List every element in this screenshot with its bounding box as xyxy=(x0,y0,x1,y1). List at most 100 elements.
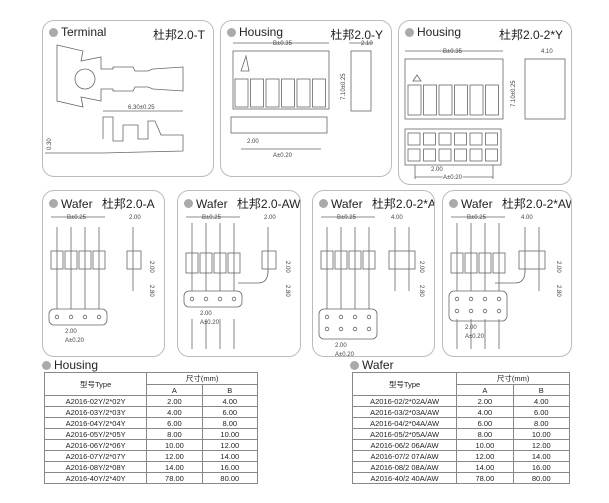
table-cell: A2016-04Y/2*04Y xyxy=(43,417,148,429)
table-cell: 12.00 xyxy=(456,450,514,462)
dim-label: B±0.35 xyxy=(443,49,463,55)
dim-label: B±0.25 xyxy=(337,215,357,221)
table-cell: A2016-08/2 08A/AW xyxy=(351,461,458,473)
table-cell: 8.00 xyxy=(456,428,514,440)
dim-label: A±0.20 xyxy=(443,175,463,181)
housing-y-dims: B±0.35 2.10 7.10±0.25 2.00 A±0.20 xyxy=(247,41,373,159)
section-title-text: Housing xyxy=(54,358,99,372)
contact-cell xyxy=(423,148,436,162)
pin-hole xyxy=(496,296,502,302)
pin-housing xyxy=(50,250,64,270)
contact-cell xyxy=(438,132,452,146)
dim-label: 2.00 xyxy=(148,261,154,273)
table-cell: 14.00 xyxy=(201,450,259,462)
table-cell: 2.00 xyxy=(146,395,203,407)
cavity xyxy=(296,78,311,108)
table-cell: 8.00 xyxy=(512,417,571,429)
contact-cell xyxy=(454,132,467,146)
dim-label: 2.00 xyxy=(65,329,77,335)
dim-label: A±0.20 xyxy=(335,352,355,356)
panel-title: Wafer 杜邦2.0-2*A xyxy=(319,195,434,212)
footprint xyxy=(318,308,378,340)
dim-label: 2.80 xyxy=(555,285,561,297)
table-cell: 78.00 xyxy=(456,472,514,484)
footprint xyxy=(448,290,508,322)
table-cell: 10.00 xyxy=(512,428,571,440)
dim-label: A±0.20 xyxy=(65,338,85,344)
table-cell: 12.00 xyxy=(146,450,203,462)
dim-label: 2.00 xyxy=(284,261,290,273)
dim-label: 2.00 xyxy=(335,343,347,349)
col-a-header: A xyxy=(146,384,203,396)
pin-hole xyxy=(366,326,372,332)
table-cell: A2016-04/2*04A/AW xyxy=(351,417,458,429)
table-cell: A2016-02/2*02A/AW xyxy=(351,395,458,407)
dim-label: A±0.20 xyxy=(200,320,220,326)
terminal-drawing xyxy=(45,44,184,154)
panel-title: Wafer 杜邦2.0-2*AW xyxy=(449,195,571,212)
table-cell: A2016-05Y/2*05Y xyxy=(43,428,148,440)
cavity xyxy=(250,78,264,108)
terminal-panel: Terminal 杜邦2.0-T 6.30±0.25 0.30 xyxy=(42,20,214,177)
table-cell: A2016-02Y/2*02Y xyxy=(43,395,148,407)
dim-label: 2.00 xyxy=(418,261,424,273)
panel-title-text: Wafer xyxy=(196,196,228,211)
pin-hole xyxy=(366,314,372,320)
table-cell: 4.00 xyxy=(146,406,203,418)
dim-label: A±0.20 xyxy=(273,153,293,159)
pin-hole xyxy=(82,314,88,320)
col-a-header: A xyxy=(456,384,514,396)
cavity xyxy=(454,84,468,116)
side-housing xyxy=(518,250,546,270)
contact-cell xyxy=(454,148,467,162)
dim-label: 2.00 xyxy=(431,167,443,173)
pin-hole xyxy=(496,308,502,314)
contact-cell xyxy=(485,148,498,162)
cavity xyxy=(438,84,453,116)
housing-2y-dims: B±0.35 4.10 7.10±0.25 2.00 A±0.20 xyxy=(431,49,553,182)
table-cell: A2016-07/2 07A/AW xyxy=(351,450,458,462)
side-housing xyxy=(388,250,416,270)
table-cell: A2016-03/2*03A/AW xyxy=(351,406,458,418)
table-cell: 78.00 xyxy=(146,472,203,484)
bullet-icon xyxy=(449,199,458,208)
table-cell: A2016-40/2 40A/AW xyxy=(351,472,458,484)
table-cell: 8.00 xyxy=(201,417,259,429)
dim-label: 7.10±0.25 xyxy=(511,80,517,107)
contact-cell xyxy=(469,148,483,162)
pin-hole xyxy=(68,314,74,320)
section-title-text: Wafer xyxy=(362,358,394,372)
dim-label: 2.00 xyxy=(247,139,259,145)
type-header: 型号Type xyxy=(351,372,458,396)
pin-housing xyxy=(227,252,241,274)
panel-title-text: Terminal xyxy=(61,25,107,39)
dim-label: 4.10 xyxy=(541,49,553,55)
table-cell: 6.00 xyxy=(201,406,259,418)
bullet-icon xyxy=(42,360,51,370)
table-cell: 12.00 xyxy=(512,439,571,451)
pin-hole xyxy=(96,314,102,320)
pin-hole xyxy=(231,296,237,302)
pin-hole xyxy=(338,314,344,320)
contact-cell xyxy=(469,132,483,146)
table-cell: 14.00 xyxy=(456,461,514,473)
table-cell: 12.00 xyxy=(201,439,259,451)
terminal-dims: 6.30±0.25 0.30 xyxy=(47,105,155,150)
table-cell: 16.00 xyxy=(512,461,571,473)
table-cell: 4.00 xyxy=(456,406,514,418)
pin-hole xyxy=(468,308,474,314)
cavity xyxy=(265,78,280,108)
pin-hole xyxy=(468,296,474,302)
table-cell: 6.00 xyxy=(512,406,571,418)
table-cell: 80.00 xyxy=(201,472,259,484)
bullet-icon xyxy=(350,360,359,370)
panel-title-text: Housing xyxy=(417,25,462,39)
dim-label: 2.10 xyxy=(361,41,373,47)
